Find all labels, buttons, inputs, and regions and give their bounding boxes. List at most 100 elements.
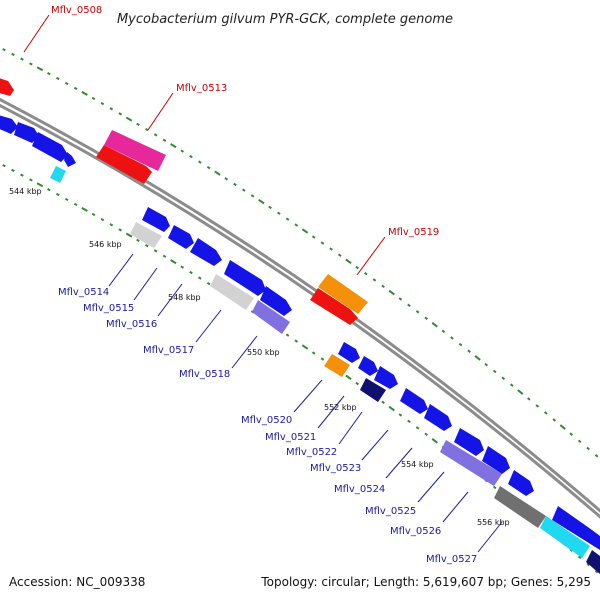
gene-arrow-cyan-a[interactable] [50,166,66,183]
gene-arrow-mflv-0519-red[interactable] [310,288,358,325]
outer-track-tick [329,247,333,251]
gene-arrow-blue-e4[interactable] [482,446,510,474]
gene-label-mflv-0520[interactable]: Mflv_0520 [241,415,292,426]
inner-track-tick [2,164,6,168]
outer-track-tick [458,342,463,347]
gene-arrow-blue-f2[interactable] [552,506,600,550]
inner-track-tick [431,438,438,444]
outer-track-tick [170,143,177,149]
inner-track-tick [320,357,325,361]
gene-arrow-blue-e3[interactable] [454,428,484,456]
gene-arrow-blue-f1[interactable] [508,470,534,496]
leader-line-mflv-0513 [147,92,174,131]
map-title: Mycobacterium gilvum PYR-GCK, complete g… [117,12,453,27]
tick-label-548: 548 kbp [168,293,201,302]
gene-label-mflv-0516[interactable]: Mflv_0516 [106,319,157,330]
gene-arrow-navy-f[interactable] [586,550,600,574]
outer-track-tick [388,289,395,296]
gene-arrow-blue-d2[interactable] [358,356,378,376]
gene-arrow-mflv-0513-pink[interactable] [104,130,166,171]
gene-label-mflv-0521[interactable]: Mflv_0521 [265,432,316,443]
outer-track-tick [398,297,403,301]
gene-label-mflv-0517[interactable]: Mflv_0517 [143,345,194,356]
inner-track-tick [136,238,140,242]
gene-arrow-blue-c1[interactable] [224,260,266,296]
outer-track-tick [441,329,446,334]
gene-arrow-lightgray-b[interactable] [130,222,162,248]
gene-label-mflv-0522[interactable]: Mflv_0522 [286,447,337,458]
gene-arrow-mflv-0508[interactable] [0,77,14,96]
tick-label-554: 554 kbp [401,460,434,469]
gene-arrow-blue-b2[interactable] [168,225,194,249]
gene-arrow-mflv-0519-orange[interactable] [318,274,368,314]
tick-label-544: 544 kbp [9,187,42,196]
inner-track-tick [381,400,385,404]
outer-track-tick [47,72,51,76]
outer-track-tick [355,265,359,270]
gene-label-mflv-0508[interactable]: Mflv_0508 [51,5,102,16]
gene-arrow-blue-a3[interactable] [32,132,68,162]
inner-track-tick [311,351,316,355]
outer-track-tick [424,316,428,320]
leader-line-mflv-0508 [23,14,50,53]
outer-track-tick [198,160,202,164]
inner-track-tick [91,212,96,217]
tick-label-550: 550 kbp [247,348,280,357]
outer-track-tick [501,376,506,380]
outer-track-tick [241,188,246,192]
inner-track-tick [355,381,359,386]
outer-track-tick [258,199,265,205]
gene-arrow-blue-c2[interactable] [260,286,292,316]
gene-label-mflv-0527[interactable]: Mflv_0527 [426,554,477,565]
gene-arrow-orange-d[interactable] [324,354,350,377]
outer-track-tick [100,101,105,106]
gene-arrow-blue-d3[interactable] [374,366,398,389]
gene-arrow-darkgray-f[interactable] [494,486,546,528]
gene-arrow-blue-d1[interactable] [338,342,360,363]
leader-line-mflv-0524 [385,447,413,479]
gene-arrow-blue-a1[interactable] [0,114,18,134]
gene-arrow-lavender-e[interactable] [440,440,502,486]
inner-track-tick [29,178,33,182]
inner-strand-genes [0,114,600,574]
gene-arrow-blue-b1[interactable] [142,207,170,232]
outer-track-tick [145,127,149,132]
gene-label-mflv-0513[interactable]: Mflv_0513 [176,83,227,94]
gene-arrow-mflv-0513-red[interactable] [96,145,152,184]
leader-line-mflv-0517 [195,309,222,343]
gene-arrow-blue-b3[interactable] [190,238,222,266]
gene-label-mflv-0526[interactable]: Mflv_0526 [390,526,441,537]
gene-arrow-blue-e2[interactable] [424,404,452,431]
outer-track-tick [277,211,281,215]
inner-track-tick [415,426,420,430]
gene-label-mflv-0514[interactable]: Mflv_0514 [58,287,109,298]
gene-arrow-blue-a2[interactable] [14,122,39,143]
outer-track-tick [189,154,193,159]
inner-track-tick [398,413,403,417]
outer-track-tick [118,112,122,116]
outer-track-tick [2,48,6,52]
gene-arrow-lavender-c[interactable] [252,300,290,334]
inner-track-tick [153,249,158,253]
inner-track-tick [586,562,590,567]
outer-strand-genes [0,77,368,325]
leader-line-mflv-0521 [317,395,345,429]
outer-track-tick [136,122,140,126]
gene-label-mflv-0519[interactable]: Mflv_0519 [388,227,439,238]
accession-text: Accession: NC_009338 [9,575,145,589]
gene-label-mflv-0525[interactable]: Mflv_0525 [365,506,416,517]
gene-label-mflv-0523[interactable]: Mflv_0523 [310,463,361,474]
leader-line-mflv-0515 [133,267,158,301]
gene-arrow-blue-e1[interactable] [400,388,428,414]
gene-label-mflv-0518[interactable]: Mflv_0518 [179,369,230,380]
gene-label-mflv-0515[interactable]: Mflv_0515 [83,303,134,314]
gene-arrow-lightgray-c[interactable] [210,274,254,310]
gene-label-mflv-0524[interactable]: Mflv_0524 [334,484,385,495]
inner-track-tick [206,281,211,286]
gene-arrow-navy-d[interactable] [360,378,386,402]
gene-arrow-blue-a4[interactable] [64,152,76,167]
outer-track-tick [11,52,15,56]
gene-arrow-cyan-f[interactable] [540,516,590,558]
outer-track-tick [320,241,325,245]
inner-track-tick [424,432,428,436]
